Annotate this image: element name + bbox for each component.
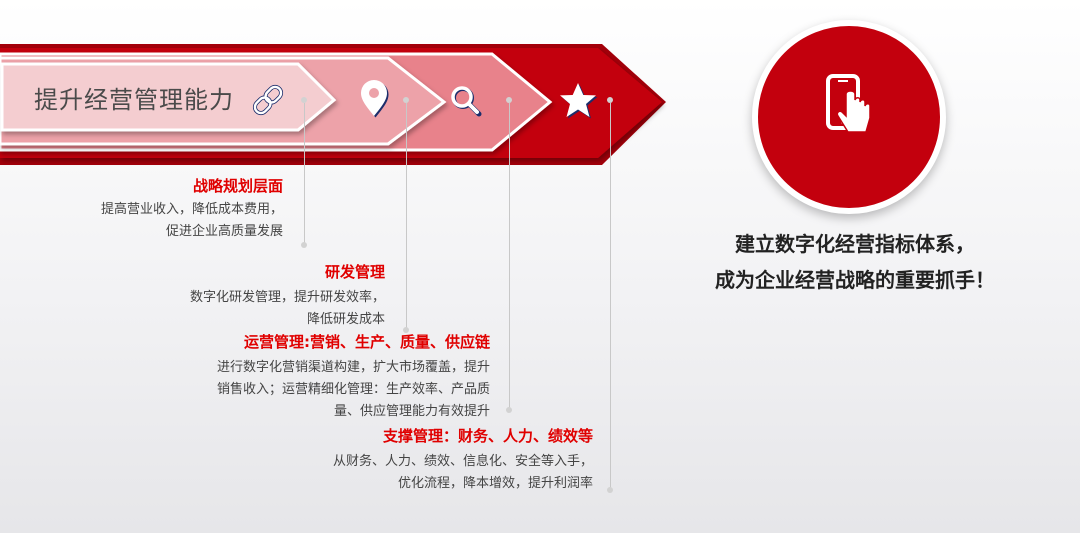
layered-arrow-graphic (0, 44, 666, 165)
section-desc-line: 量、供应管理能力有效提升 (333, 404, 490, 419)
link-icon (252, 84, 284, 116)
arrow-layer-front (0, 62, 337, 132)
section-heading: 研发管理 (324, 263, 385, 281)
conclusion-line-1: 建立数字化经营指标体系， (735, 232, 975, 256)
section-desc-line: 促进企业高质量发展 (165, 224, 283, 239)
section-heading: 运营管理:营销、生产、质量、供应链 (243, 333, 490, 351)
connector-dot-1 (301, 97, 307, 103)
section-rnd: 研发管理 数字化研发管理，提升研发效率， 降低研发成本 (190, 262, 385, 331)
connector-end-4 (607, 487, 613, 493)
section-heading: 战略规划层面 (192, 177, 283, 195)
section-desc-line: 数字化研发管理，提升研发效率， (189, 290, 385, 305)
section-desc-line: 提高营业收入，降低成本费用， (100, 202, 283, 217)
connector-line-1 (304, 103, 305, 243)
connector-line-3 (509, 103, 510, 408)
connector-dot-2 (403, 97, 409, 103)
connector-end-1 (301, 242, 307, 248)
section-desc-line: 从财务、人力、绩效、信息化、安全等入手， (332, 454, 593, 469)
section-strategy: 战略规划层面 提高营业收入，降低成本费用， 促进企业高质量发展 (101, 176, 283, 243)
connector-end-2 (403, 327, 409, 333)
connector-line-2 (406, 103, 407, 328)
star-icon (560, 83, 598, 119)
section-operations: 运营管理:营销、生产、质量、供应链 进行数字化营销渠道构建，扩大市场覆盖，提升 … (217, 332, 490, 423)
connector-line-4 (610, 103, 611, 488)
connector-dot-3 (506, 97, 512, 103)
section-desc-line: 销售收入；运营精细化管理：生产效率、产品质 (216, 382, 490, 397)
section-support: 支撑管理：财务、人力、绩效等 从财务、人力、绩效、信息化、安全等入手， 优化流程… (333, 426, 593, 495)
connector-end-3 (506, 407, 512, 413)
section-desc-line: 优化流程，降本增效，提升利润率 (397, 476, 593, 491)
section-desc-line: 降低研发成本 (306, 312, 385, 327)
mobile-touch-icon (826, 74, 871, 133)
section-desc-line: 进行数字化营销渠道构建，扩大市场覆盖，提升 (216, 360, 490, 375)
conclusion-line-2: 成为企业经营战略的重要抓手！ (715, 268, 995, 292)
location-pin-icon (361, 80, 389, 118)
search-icon (451, 86, 482, 117)
section-heading: 支撑管理：财务、人力、绩效等 (382, 427, 593, 445)
connector-dot-4 (607, 97, 613, 103)
arrow-title: 提升经营管理能力 (34, 86, 234, 114)
conclusion-text: 建立数字化经营指标体系， 成为企业经营战略的重要抓手！ (690, 226, 1020, 298)
feature-circle (752, 20, 946, 214)
